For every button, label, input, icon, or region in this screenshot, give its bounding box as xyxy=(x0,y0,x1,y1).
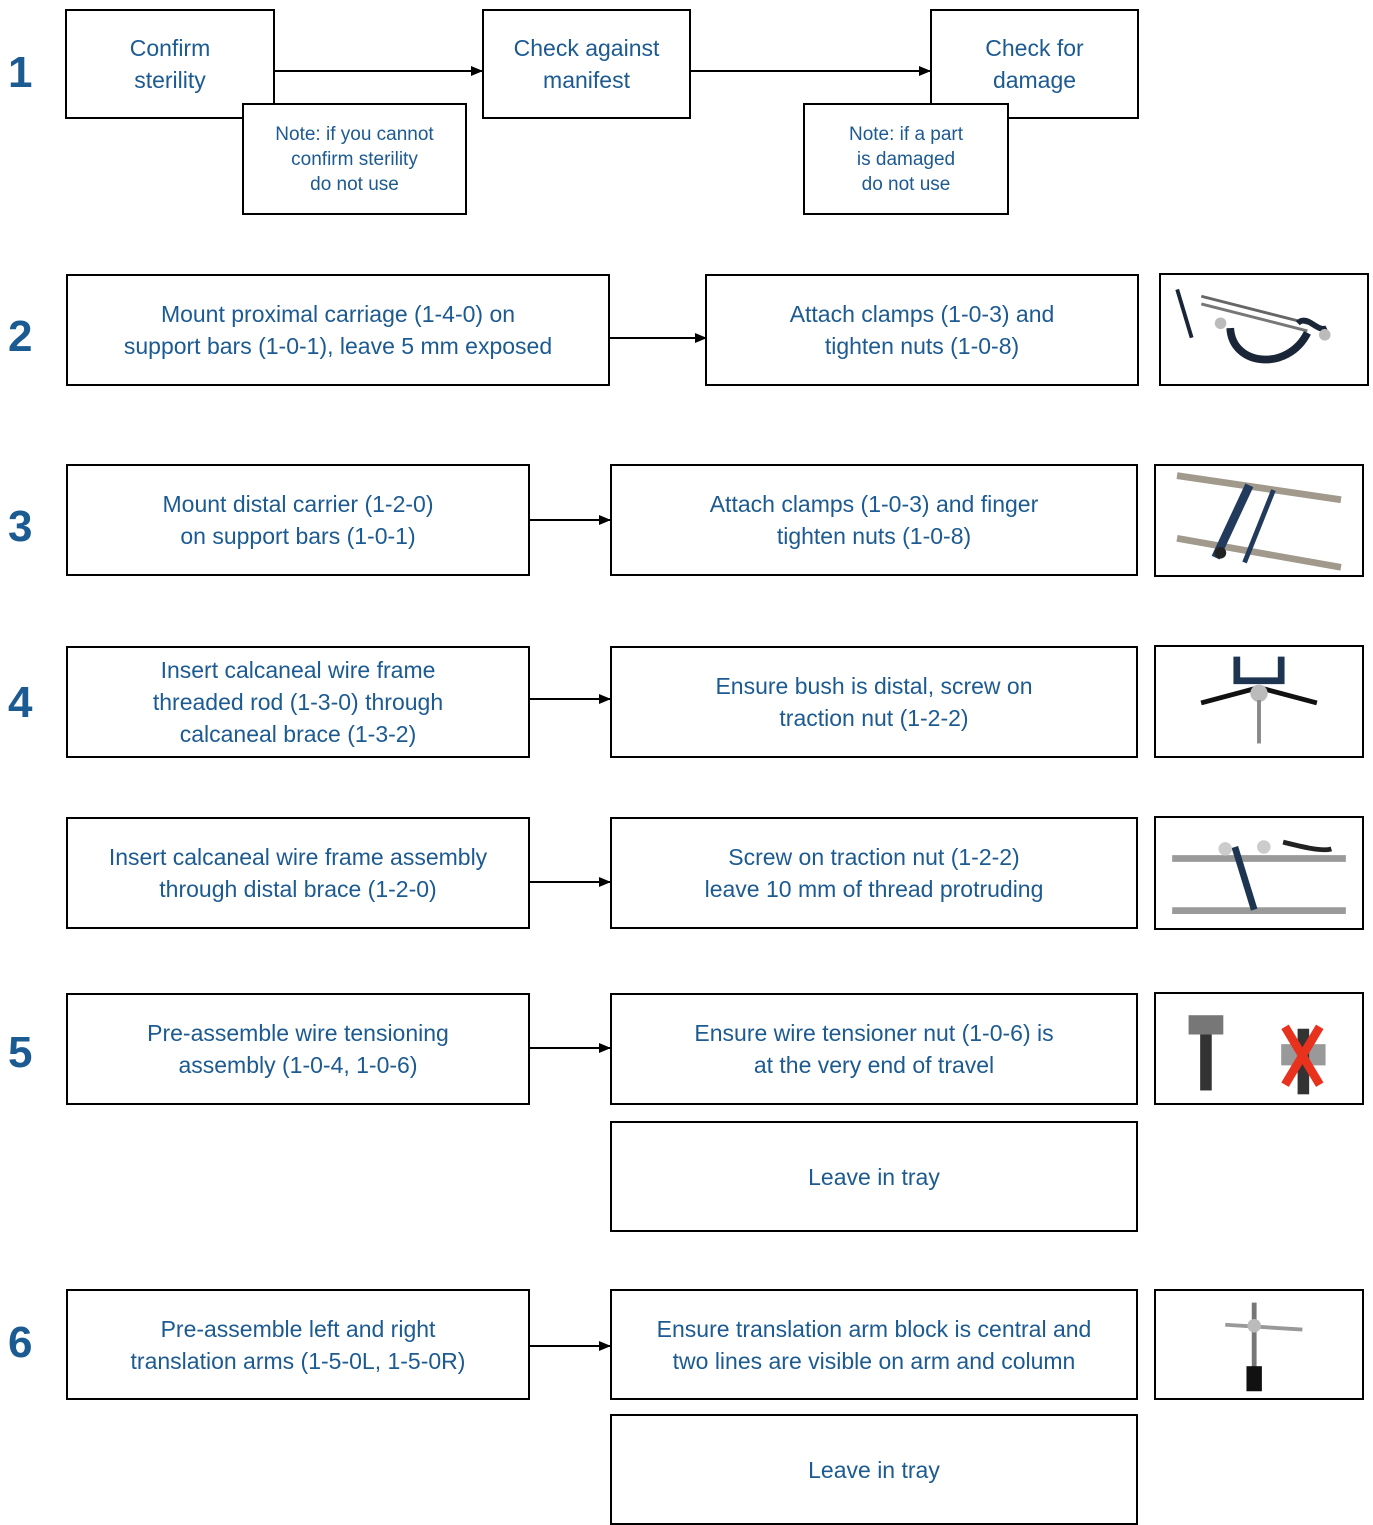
attach-clamps-finger-box: Attach clamps (1-0-3) and finger tighten… xyxy=(610,464,1138,576)
confirm-sterility-box: Confirm sterility xyxy=(65,9,275,119)
check-manifest-box: Check against manifest xyxy=(482,9,691,119)
step-number-1: 1 xyxy=(8,48,33,97)
pre-assemble-tensioning-box: Pre-assemble wire tensioning assembly (1… xyxy=(66,993,530,1105)
step-number-5: 5 xyxy=(8,1028,33,1077)
wire-frame-assembly-photo xyxy=(1154,816,1364,930)
insert-wire-frame-rod-box: Insert calcaneal wire frame threaded rod… xyxy=(66,646,530,758)
damage-note-box: Note: if a part is damaged do not use xyxy=(803,103,1009,215)
calcaneal-brace-photo xyxy=(1154,645,1364,758)
step-number-4: 4 xyxy=(8,678,33,727)
screw-traction-nut-box: Screw on traction nut (1-2-2) leave 10 m… xyxy=(610,817,1138,929)
check-damage-box: Check for damage xyxy=(930,9,1139,119)
distal-carrier-photo xyxy=(1154,464,1364,577)
leave-in-tray-box-6: Leave in tray xyxy=(610,1414,1138,1525)
proximal-carriage-photo xyxy=(1159,273,1369,386)
insert-wire-frame-assembly-box: Insert calcaneal wire frame assembly thr… xyxy=(66,817,530,929)
attach-clamps-box: Attach clamps (1-0-3) and tighten nuts (… xyxy=(705,274,1139,386)
mount-distal-carrier-box: Mount distal carrier (1-2-0) on support … xyxy=(66,464,530,576)
translation-arm-photo xyxy=(1154,1289,1364,1400)
ensure-bush-distal-box: Ensure bush is distal, screw on traction… xyxy=(610,646,1138,758)
tensioner-nut-photo xyxy=(1154,992,1364,1105)
ensure-translation-block-box: Ensure translation arm block is central … xyxy=(610,1289,1138,1400)
step-number-6: 6 xyxy=(8,1318,33,1367)
step-number-2: 2 xyxy=(8,312,33,361)
leave-in-tray-box-5: Leave in tray xyxy=(610,1121,1138,1232)
mount-proximal-carriage-box: Mount proximal carriage (1-4-0) on suppo… xyxy=(66,274,610,386)
pre-assemble-translation-arms-box: Pre-assemble left and right translation … xyxy=(66,1289,530,1400)
step-number-3: 3 xyxy=(8,502,33,551)
ensure-tensioner-nut-box: Ensure wire tensioner nut (1-0-6) is at … xyxy=(610,993,1138,1105)
sterility-note-box: Note: if you cannot confirm sterility do… xyxy=(242,103,467,215)
